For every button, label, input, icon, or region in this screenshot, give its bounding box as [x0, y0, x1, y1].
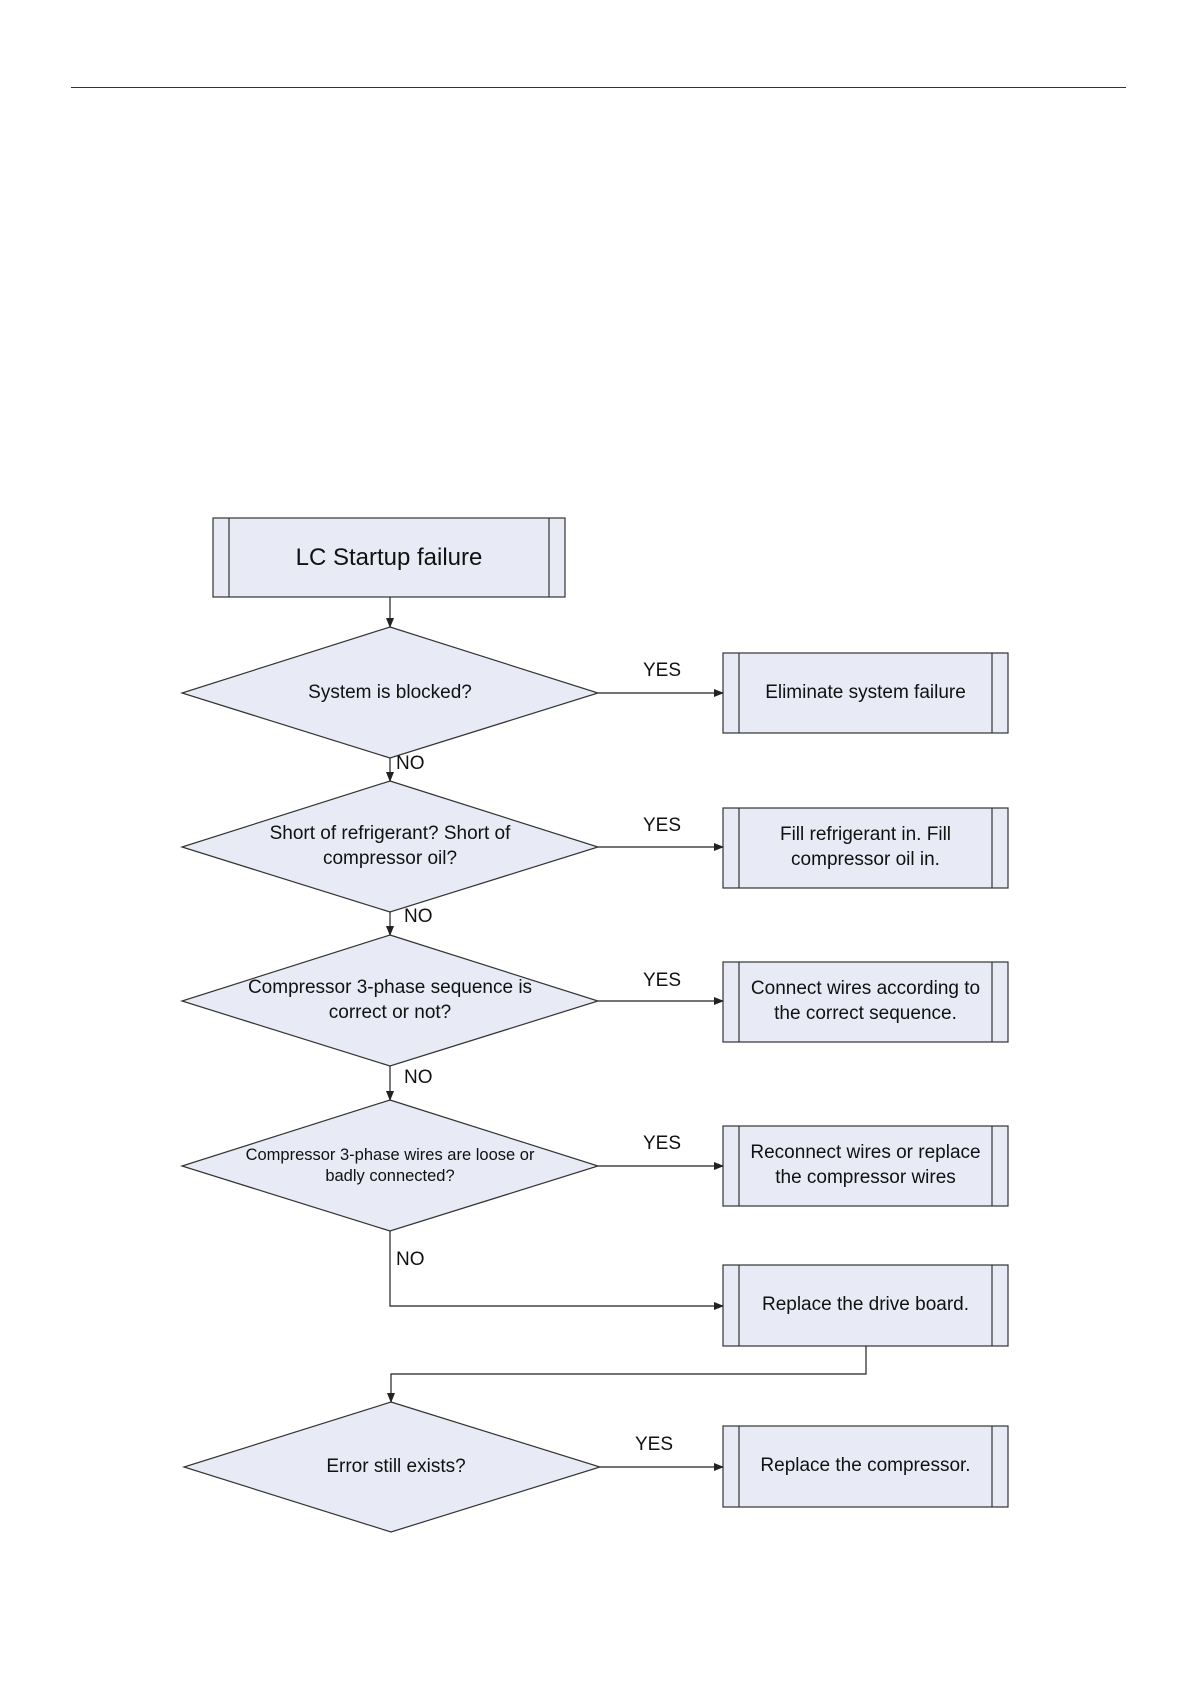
decision-label-1: System is blocked? [308, 681, 472, 703]
no-label-1: NO [396, 753, 425, 774]
no-label-2: NO [404, 906, 433, 927]
yes-label-4: YES [643, 1133, 682, 1154]
page-header-rule [71, 87, 1126, 88]
no-label-4: NO [396, 1249, 425, 1270]
action-label-1: Eliminate system failure [765, 681, 966, 703]
action-box-3 [722, 961, 1009, 1043]
decision-label-2: Short of refrigerant? Short of compresso… [269, 823, 511, 869]
start-label: LC Startup failure [295, 543, 483, 571]
start-box [212, 517, 566, 598]
action-label-6: Replace the compressor. [760, 1455, 971, 1477]
yes-label-2: YES [643, 815, 682, 836]
no-label-3: NO [404, 1067, 433, 1088]
action-box-1 [722, 652, 1009, 734]
yes-label-1: YES [643, 660, 682, 681]
yes-label-5: YES [635, 1434, 674, 1455]
action-label-4: Reconnect wires or replace the compresso… [750, 1142, 981, 1188]
action-label-5: Replace the drive board. [761, 1294, 969, 1316]
yes-label-3: YES [643, 970, 682, 991]
action-box-2 [722, 807, 1009, 889]
decision-error-exists [181, 1401, 603, 1533]
action-box-6 [722, 1425, 1009, 1508]
connector-drive-board-to-d5 [387, 1346, 867, 1403]
action-label-2: Fill refrigerant in. Fill compressor oil… [779, 824, 952, 870]
decision-label-4: Compressor 3-phase wires are loose or ba… [245, 1145, 535, 1185]
action-label-3: Connect wires according to the correct s… [750, 978, 981, 1024]
connector-d4-no [389, 1231, 724, 1310]
decision-label-3: Compressor 3-phase sequence is correct o… [247, 977, 533, 1023]
action-box-5 [722, 1264, 1009, 1347]
decision-label-5: Error still exists? [326, 1455, 466, 1477]
